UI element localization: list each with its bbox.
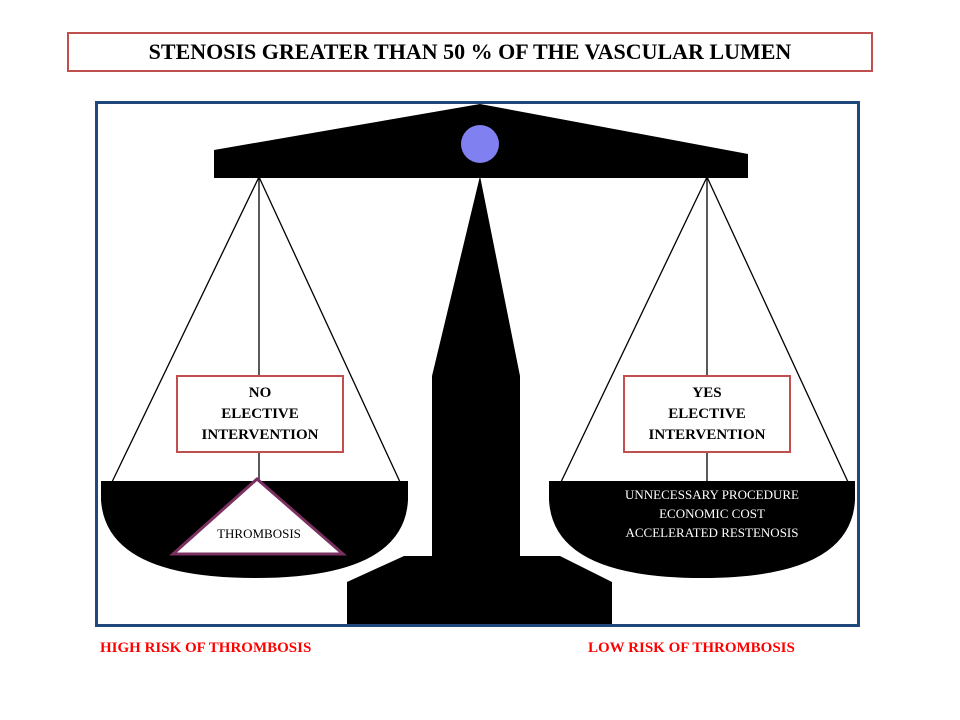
diagram-title-text: STENOSIS GREATER THAN 50 % OF THE VASCUL… [148, 39, 792, 64]
scale-frame [95, 101, 860, 627]
pivot-circle [461, 125, 499, 163]
thrombosis-label: THROMBOSIS [217, 526, 301, 541]
yes-intervention-box: YES ELECTIVE INTERVENTION [623, 375, 791, 453]
thrombosis-weight [169, 476, 348, 556]
right-weight-line-1: UNNECESSARY PROCEDURE [625, 487, 799, 502]
no-intervention-box: NO ELECTIVE INTERVENTION [176, 375, 344, 453]
no-intervention-line-3: INTERVENTION [201, 426, 319, 443]
scale-base [347, 556, 612, 624]
low-risk-label: LOW RISK OF THROMBOSIS [588, 640, 795, 656]
yes-intervention-line-1: YES [692, 384, 722, 401]
right-weight-line-2: ECONOMIC COST [659, 506, 765, 521]
diagram-title: STENOSIS GREATER THAN 50 % OF THE VASCUL… [67, 32, 873, 72]
no-intervention-line-1: NO [248, 384, 272, 401]
yes-intervention-line-3: INTERVENTION [648, 426, 766, 443]
scale-column [432, 176, 520, 558]
right-pan [549, 481, 855, 578]
high-risk-label: HIGH RISK OF THROMBOSIS [100, 640, 312, 656]
yes-intervention-line-2: ELECTIVE [668, 405, 746, 422]
no-intervention-line-2: ELECTIVE [221, 405, 299, 422]
right-weight-line-3: ACCELERATED RESTENOSIS [626, 525, 799, 540]
